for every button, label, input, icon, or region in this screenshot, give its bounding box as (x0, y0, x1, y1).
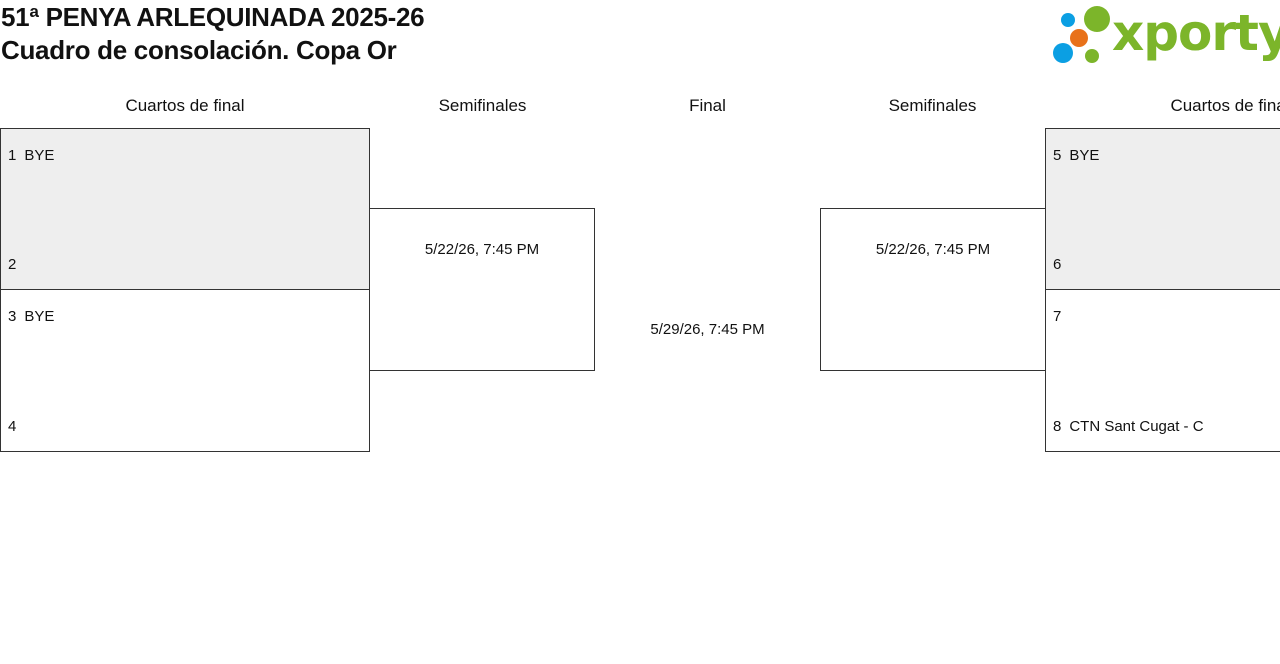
team-name: BYE (1069, 147, 1100, 164)
logo-wordmark: xporty (1112, 4, 1280, 62)
slot-team: 5 BYE (1053, 147, 1099, 164)
match-left-quarter-2[interactable]: 3 BYE 4 (0, 289, 370, 452)
page-subtitle: Cuadro de consolación. Copa Or (1, 35, 397, 65)
team-name: BYE (24, 308, 55, 325)
slot-team: 7 (1053, 308, 1069, 325)
xporty-logo: xporty (1050, 2, 1280, 68)
seed-number: 3 (8, 308, 17, 325)
final-match-date[interactable]: 5/29/26, 7:45 PM (650, 321, 765, 338)
round-title-right-semis: Semifinales (888, 96, 977, 115)
page-title: 51ª PENYA ARLEQUINADA 2025-26 (1, 2, 425, 32)
match-right-semifinal[interactable]: 5/22/26, 7:45 PM (820, 208, 1046, 371)
match-left-quarter-1[interactable]: 1 BYE 2 (0, 128, 370, 290)
seed-number: 6 (1053, 256, 1062, 273)
round-title-right-quarters: Cuartos de final (1170, 96, 1280, 115)
logo-dots-icon (1053, 6, 1110, 63)
round-title-left-semis: Semifinales (438, 96, 527, 115)
match-right-quarter-2[interactable]: 7 8 CTN Sant Cugat - C (1045, 289, 1280, 452)
round-title-left-quarters: Cuartos de final (125, 96, 245, 115)
slot-team: 2 (8, 256, 24, 273)
match-left-semifinal[interactable]: 5/22/26, 7:45 PM (369, 208, 595, 371)
team-name: BYE (24, 147, 55, 164)
seed-number: 5 (1053, 147, 1062, 164)
round-title-final: Final (689, 96, 726, 115)
seed-number: 2 (8, 256, 17, 273)
slot-team: 8 CTN Sant Cugat - C (1053, 418, 1204, 435)
slot-team: 3 BYE (8, 308, 54, 325)
match-right-quarter-1[interactable]: 5 BYE 6 (1045, 128, 1280, 290)
team-name: CTN Sant Cugat - C (1069, 418, 1204, 435)
match-date: 5/22/26, 7:45 PM (875, 241, 991, 258)
slot-team: 4 (8, 418, 24, 435)
seed-number: 4 (8, 418, 17, 435)
slot-team: 6 (1053, 256, 1069, 273)
seed-number: 8 (1053, 418, 1062, 435)
slot-team: 1 BYE (8, 147, 54, 164)
seed-number: 7 (1053, 308, 1062, 325)
seed-number: 1 (8, 147, 17, 164)
match-date: 5/22/26, 7:45 PM (424, 241, 540, 258)
